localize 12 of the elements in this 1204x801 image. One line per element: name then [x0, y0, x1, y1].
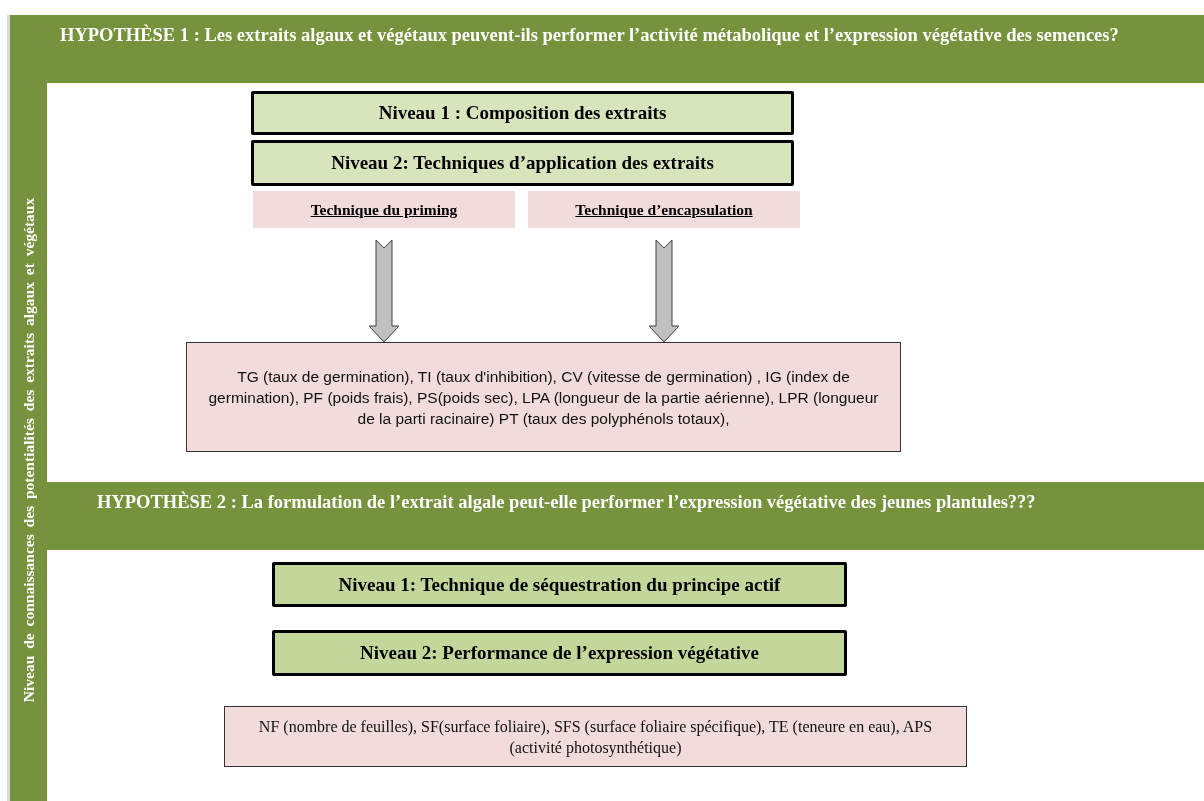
vertical-label: Niveau de connaissances des potentialités des extraits algaux et végétaux	[19, 196, 38, 705]
level-box: Niveau 2: Techniques d’application des extraits	[251, 140, 794, 186]
indicator-box: TG (taux de germination), TI (taux d'inhibition), CV (vitesse de germination) , IG (index de germination), PF (poids frais), PS(poids sec), LPA (longueur de la partie aérienne), LPR (longueur de la parti racinaire) PT (taux des polyphénols totaux),	[186, 342, 901, 452]
hypothesis-banner: HYPOTHÈSE 2 : La formulation de l’extrait algale peut-elle performer l’expression végétative des jeunes plantules???	[47, 482, 1204, 550]
level-box: Niveau 1 : Composition des extraits	[251, 91, 794, 135]
block-arrow	[648, 239, 680, 343]
level-box: Niveau 2: Performance de l’expression végétative	[272, 630, 847, 676]
technique-box: Technique d’encapsulation	[528, 191, 800, 228]
level-box: Niveau 1: Technique de séquestration du principe actif	[272, 562, 847, 607]
block-arrow	[368, 239, 400, 343]
indicator-box: NF (nombre de feuilles), SF(surface foliaire), SFS (surface foliaire spécifique), TE (teneure en eau), APS (activité photosynthétique)	[224, 706, 967, 767]
technique-box: Technique du priming	[253, 191, 515, 228]
